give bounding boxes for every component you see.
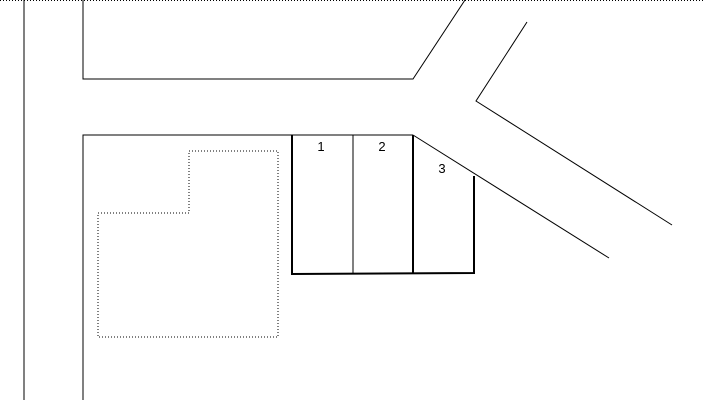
parking-lots-outline xyxy=(291,135,475,276)
parking-lot-2-number: 2 xyxy=(378,139,385,154)
parking-lot-3-number: 3 xyxy=(438,161,445,176)
diagonal-road-edge xyxy=(412,134,610,259)
upper-road-edge xyxy=(82,0,466,80)
parking-lot-1-number: 1 xyxy=(317,139,324,154)
building-footprint xyxy=(97,150,279,338)
lower-road-edge xyxy=(82,134,292,400)
branch-road-edge xyxy=(475,21,673,226)
